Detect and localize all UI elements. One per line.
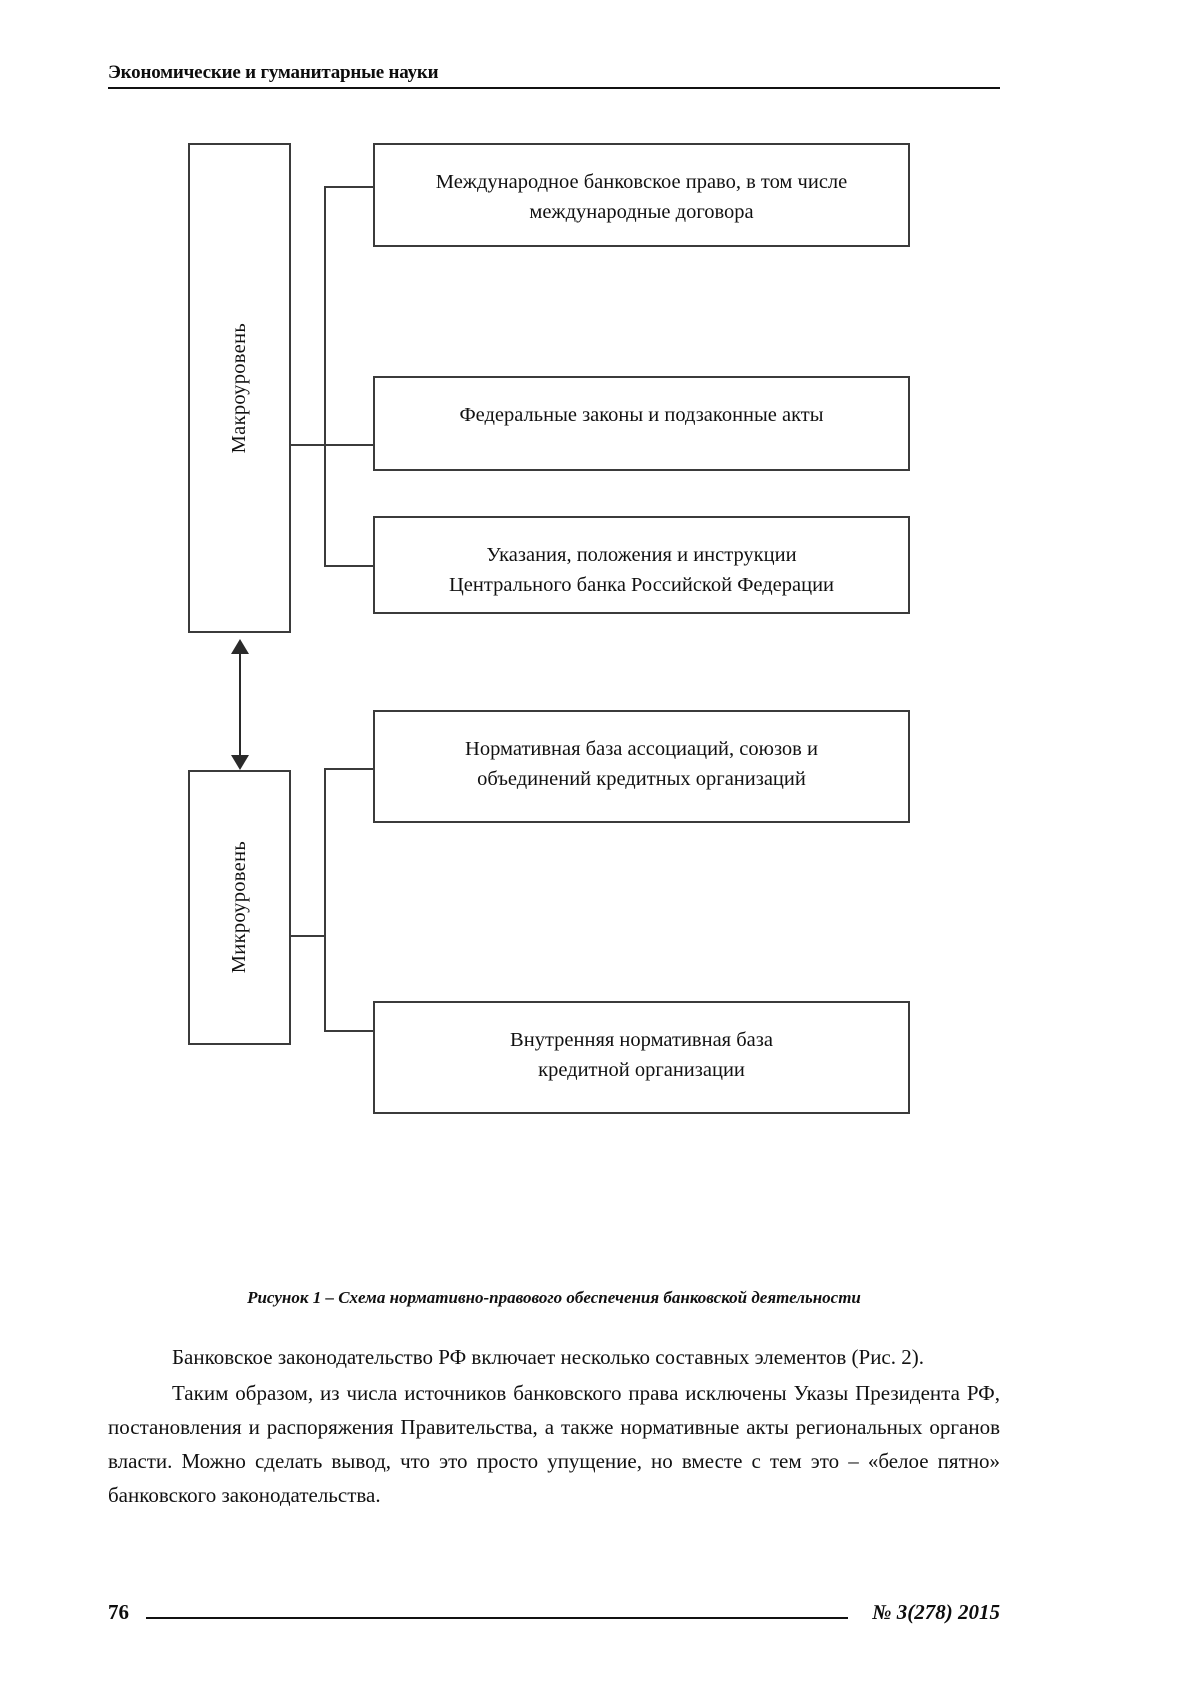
paragraph-2: Таким образом, из числа источников банко… (108, 1381, 1000, 1507)
running-head-title: Экономические и гуманитарные науки (108, 62, 439, 83)
level-label-micro: Микроуровень (228, 841, 250, 974)
running-head: Экономические и гуманитарные науки (108, 62, 1000, 89)
macro-trunk-line (324, 186, 326, 567)
level-box-micro: Микроуровень (188, 770, 291, 1045)
node-box-4: Нормативная база ассоциаций, союзов и об… (373, 710, 910, 823)
micro-stub-to-node-5 (324, 1030, 373, 1032)
node-text-3: Указания, положения и инструкции Централ… (448, 544, 835, 596)
macro-stub-to-level-box (289, 444, 326, 446)
node-box-3: Указания, положения и инструкции Централ… (373, 516, 910, 614)
macro-stub-to-node-1 (324, 186, 373, 188)
footer-rule (146, 1617, 848, 1619)
macro-stub-to-node-3 (324, 565, 373, 567)
micro-stub-to-level-box (289, 935, 326, 937)
footer-page-number: 76 (108, 1600, 129, 1624)
level-label-macro: Макроуровень (228, 322, 250, 454)
node-box-5: Внутренняя нормативная база кредитной ор… (373, 1001, 910, 1114)
level-connector-arrow-shaft (238, 653, 241, 760)
node-text-2: Федеральные законы и подзаконные акты (459, 404, 824, 426)
page-footer: 76 № 3(278) 2015 (108, 1600, 1000, 1634)
running-head-rule (108, 87, 1000, 89)
body-text: Банковское законодательство РФ включает … (108, 1340, 1000, 1514)
footer-issue-number: № 3(278) 2015 (872, 1600, 1000, 1624)
node-box-1: Международное банковское право, в том чи… (373, 143, 910, 247)
figure-caption: Рисунок 1 – Схема нормативно-правового о… (247, 1288, 861, 1307)
node-text-1: Международное банковское право, в том чи… (435, 171, 848, 223)
macro-stub-to-node-2 (324, 444, 373, 446)
arrow-head-up-icon (231, 639, 249, 654)
micro-stub-to-node-4 (324, 768, 373, 770)
figure-diagram: Макроуровень Международное банковское пр… (188, 143, 910, 1114)
arrow-head-down-icon (231, 755, 249, 770)
node-text-4: Нормативная база ассоциаций, союзов и об… (465, 738, 818, 790)
node-text-5: Внутренняя нормативная база кредитной ор… (510, 1029, 773, 1081)
micro-trunk-line (324, 768, 326, 1032)
paragraph-1: Банковское законодательство РФ включает … (172, 1345, 924, 1369)
level-box-macro: Макроуровень (188, 143, 291, 633)
node-box-2: Федеральные законы и подзаконные акты (373, 376, 910, 471)
